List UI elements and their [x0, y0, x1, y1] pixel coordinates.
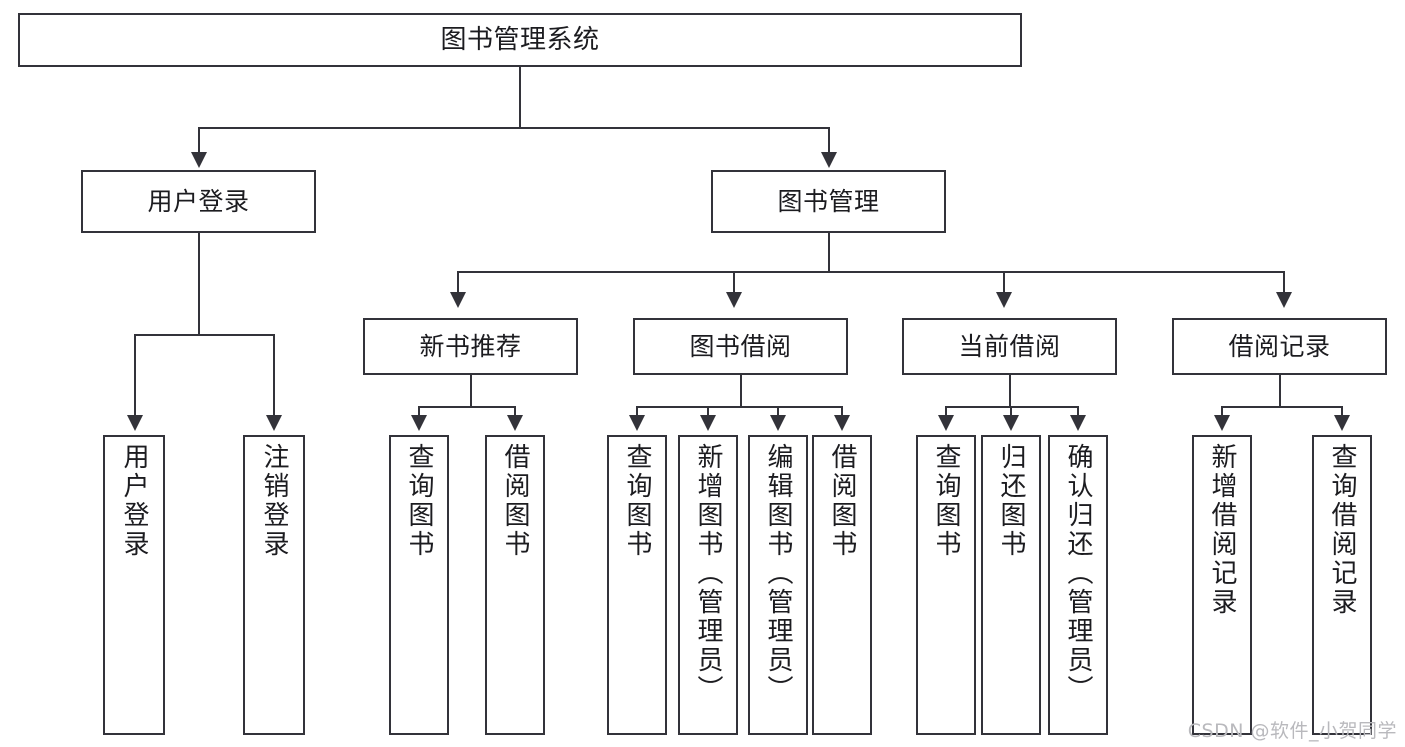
- connector-to-leaf-query-book-1: [418, 406, 420, 417]
- connector-current-borrow-stem: [1009, 375, 1011, 408]
- connector-to-leaf-user-login: [134, 334, 136, 417]
- leaf-query-borrow-record[interactable]: 查询借阅记录: [1312, 435, 1372, 735]
- node-label: 用户登录: [119, 443, 149, 559]
- connector-root-to-user-login: [198, 127, 200, 154]
- arrowhead-leaf-return-book: [1003, 415, 1019, 431]
- leaf-add-book-admin[interactable]: 新增图书（管理员）: [678, 435, 738, 735]
- node-label: 查询图书: [622, 443, 652, 559]
- leaf-add-borrow-record[interactable]: 新增借阅记录: [1192, 435, 1252, 735]
- node-borrow-record[interactable]: 借阅记录: [1172, 318, 1387, 375]
- connector-to-leaf-logout: [273, 334, 275, 417]
- arrowhead-leaf-logout: [266, 415, 282, 431]
- node-label: 查询借阅记录: [1327, 443, 1357, 617]
- node-label: 图书管理: [777, 186, 880, 216]
- leaf-query-book-borrow[interactable]: 查询图书: [607, 435, 667, 735]
- node-user-login[interactable]: 用户登录: [81, 170, 316, 233]
- connector-borrow-record-bus: [1221, 406, 1342, 408]
- connector-to-new-book-rec: [457, 271, 459, 294]
- leaf-return-book[interactable]: 归还图书: [981, 435, 1041, 735]
- leaf-user-login[interactable]: 用户登录: [103, 435, 165, 735]
- connector-to-leaf-query-record: [1341, 406, 1343, 417]
- leaf-borrow-book-recommend[interactable]: 借阅图书: [485, 435, 545, 735]
- arrowhead-leaf-user-login: [127, 415, 143, 431]
- arrowhead-leaf-borrow-book-2: [834, 415, 850, 431]
- connector-to-leaf-edit-book: [777, 406, 779, 417]
- connector-borrow-record-stem: [1279, 375, 1281, 408]
- connector-user-login-stem: [198, 233, 200, 336]
- arrowhead-borrow-record: [1276, 292, 1292, 308]
- node-label: 注销登录: [259, 443, 289, 559]
- node-label: 新增借阅记录: [1207, 443, 1237, 617]
- arrowhead-leaf-query-book-1: [411, 415, 427, 431]
- arrowhead-leaf-edit-book: [770, 415, 786, 431]
- connector-to-leaf-confirm-return: [1077, 406, 1079, 417]
- node-label: 借阅图书: [827, 443, 857, 559]
- connector-book-borrow-stem: [740, 375, 742, 408]
- connector-new-book-rec-stem: [470, 375, 472, 408]
- arrowhead-book-manage: [821, 152, 837, 168]
- leaf-borrow-book[interactable]: 借阅图书: [812, 435, 872, 735]
- connector-to-book-borrow: [733, 271, 735, 294]
- leaf-query-book-current[interactable]: 查询图书: [916, 435, 976, 735]
- connector-to-leaf-borrow-book-2: [841, 406, 843, 417]
- arrowhead-user-login: [191, 152, 207, 168]
- node-label: 新书推荐: [419, 331, 522, 361]
- connector-to-leaf-add-record: [1221, 406, 1223, 417]
- node-book-borrow[interactable]: 图书借阅: [633, 318, 848, 375]
- watermark-csdn: CSDN @软件_小贺同学: [1187, 720, 1397, 742]
- arrowhead-leaf-query-book-2: [629, 415, 645, 431]
- node-label: 编辑图书（管理员）: [763, 443, 793, 704]
- node-new-book-recommend[interactable]: 新书推荐: [363, 318, 578, 375]
- arrowhead-leaf-query-book-3: [938, 415, 954, 431]
- arrowhead-leaf-add-record: [1214, 415, 1230, 431]
- node-book-manage[interactable]: 图书管理: [711, 170, 946, 233]
- arrowhead-leaf-add-book: [700, 415, 716, 431]
- leaf-confirm-return-admin[interactable]: 确认归还（管理员）: [1048, 435, 1108, 735]
- connector-book-borrow-bus: [636, 406, 842, 408]
- leaf-logout[interactable]: 注销登录: [243, 435, 305, 735]
- connector-user-login-bus: [134, 334, 274, 336]
- connector-to-leaf-add-book: [707, 406, 709, 417]
- node-label: 图书管理系统: [440, 24, 600, 55]
- node-label: 借阅记录: [1228, 331, 1331, 361]
- node-label: 当前借阅: [958, 331, 1061, 361]
- arrowhead-leaf-confirm-return: [1070, 415, 1086, 431]
- node-label: 查询图书: [931, 443, 961, 559]
- node-label: 新增图书（管理员）: [693, 443, 723, 704]
- node-root-system[interactable]: 图书管理系统: [18, 13, 1022, 67]
- node-label: 归还图书: [996, 443, 1026, 559]
- arrowhead-current-borrow: [996, 292, 1012, 308]
- node-current-borrow[interactable]: 当前借阅: [902, 318, 1117, 375]
- connector-to-leaf-borrow-book-1: [514, 406, 516, 417]
- node-label: 查询图书: [404, 443, 434, 559]
- connector-book-manage-bus: [457, 271, 1284, 273]
- connector-root-to-book-manage: [828, 127, 830, 154]
- connector-to-leaf-return-book: [1010, 406, 1012, 417]
- node-label: 用户登录: [147, 186, 250, 216]
- node-label: 借阅图书: [500, 443, 530, 559]
- connector-book-manage-stem: [828, 233, 830, 273]
- arrowhead-new-book-rec: [450, 292, 466, 308]
- arrowhead-book-borrow: [726, 292, 742, 308]
- connector-new-book-rec-bus: [418, 406, 515, 408]
- leaf-edit-book-admin[interactable]: 编辑图书（管理员）: [748, 435, 808, 735]
- node-label: 确认归还（管理员）: [1063, 443, 1093, 704]
- arrowhead-leaf-borrow-book-1: [507, 415, 523, 431]
- connector-to-leaf-query-book-3: [945, 406, 947, 417]
- connector-to-borrow-record: [1283, 271, 1285, 294]
- connector-root-bus: [198, 127, 829, 129]
- arrowhead-leaf-query-record: [1334, 415, 1350, 431]
- leaf-query-book-recommend[interactable]: 查询图书: [389, 435, 449, 735]
- connector-to-current-borrow: [1003, 271, 1005, 294]
- node-label: 图书借阅: [689, 331, 792, 361]
- connector-root-stem: [519, 67, 521, 128]
- connector-to-leaf-query-book-2: [636, 406, 638, 417]
